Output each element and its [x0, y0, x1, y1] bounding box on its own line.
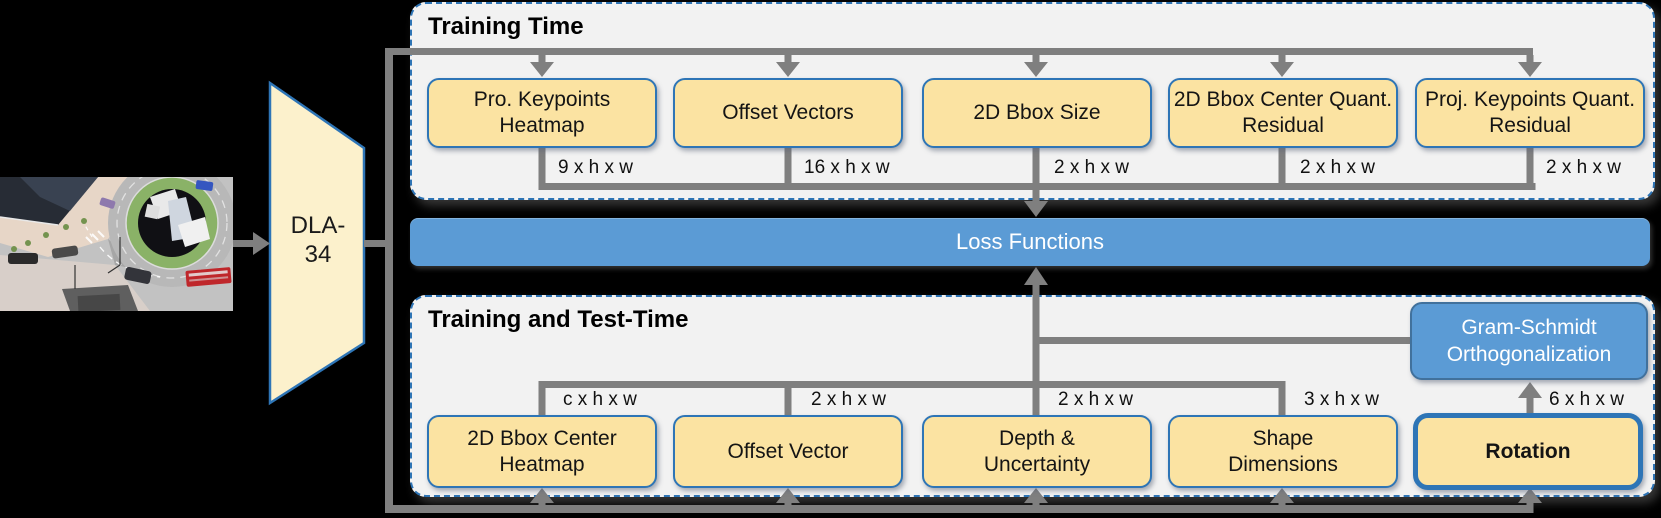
dim-label: c x h x w	[563, 389, 637, 410]
training-panel-title: Training Time	[428, 13, 584, 40]
training-collector-rail	[538, 148, 1536, 217]
red-bus	[185, 267, 232, 287]
gram-schmidt-box: Gram-Schmidt Orthogonalization	[1410, 302, 1648, 380]
dim-label: 2 x h x w	[1300, 157, 1375, 178]
dim-label: 6 x h x w	[1549, 389, 1624, 410]
backbone-label: DLA- 34	[272, 212, 364, 270]
rotation-to-gram-arrow	[1518, 382, 1542, 413]
backbone-output-line	[364, 240, 386, 247]
trees	[11, 218, 87, 252]
bottom-structure	[62, 285, 138, 311]
head-box-label: Depth & Uncertainty	[983, 426, 1091, 476]
vehicles	[8, 180, 232, 287]
dim-label: 3 x h x w	[1304, 389, 1379, 410]
head-box-2d-bbox-size: 2D Bbox Size	[922, 78, 1152, 148]
test-panel-title: Training and Test-Time	[428, 306, 689, 333]
dim-label: 2 x h x w	[811, 389, 886, 410]
arrow-into-loss-bottom	[1024, 267, 1048, 285]
head-box-label: 2D Bbox Center Heatmap	[467, 426, 617, 476]
test-time-to-loss	[538, 267, 1412, 415]
head-box-label: Rotation	[1485, 439, 1571, 463]
loss-functions-label: Loss Functions	[956, 229, 1104, 254]
head-box-shape-dimensions: Shape Dimensions	[1168, 415, 1398, 488]
head-box-depth-uncertainty: Depth & Uncertainty	[922, 415, 1152, 488]
dim-label: 2 x h x w	[1058, 389, 1133, 410]
gram-schmidt-rail	[1032, 337, 1412, 344]
bottom-rail-arrows	[385, 488, 1542, 513]
dim-label: 2 x h x w	[1546, 157, 1621, 178]
head-box-label: Shape Dimensions	[1228, 426, 1338, 476]
head-box-proj-keypoints-heatmap: Pro. Keypoints Heatmap	[427, 78, 657, 148]
input-arrow	[233, 232, 270, 255]
trapezoid-shape	[268, 80, 366, 406]
backbone-label-line2: 34	[304, 240, 332, 268]
head-box-label: Proj. Keypoints Quant. Residual	[1424, 88, 1636, 137]
head-box-rotation: Rotation	[1413, 413, 1643, 490]
head-box-label: Offset Vector	[727, 439, 849, 463]
head-box-offset-vector: Offset Vector	[673, 415, 903, 488]
arrow-into-loss-top	[1024, 201, 1048, 217]
head-box-label: Pro. Keypoints Heatmap	[473, 88, 611, 137]
head-box-label: 2D Bbox Center Quant. Residual	[1173, 88, 1393, 137]
backbone-trapezoid	[268, 80, 366, 406]
backbone-label-line1: DLA-	[290, 212, 346, 239]
dim-label: 16 x h x w	[804, 157, 890, 178]
trunk-line	[385, 48, 393, 513]
building	[0, 177, 98, 226]
dim-label: 2 x h x w	[1054, 157, 1129, 178]
roundabout	[108, 177, 233, 287]
head-box-2d-bbox-center-heatmap: 2D Bbox Center Heatmap	[427, 415, 657, 488]
gram-schmidt-label: Gram-Schmidt Orthogonalization	[1446, 315, 1612, 366]
loss-functions-bar: Loss Functions	[410, 218, 1650, 266]
head-box-proj-keypoints-quant-residual: Proj. Keypoints Quant. Residual	[1415, 78, 1645, 148]
training-head-arrows	[385, 48, 1542, 77]
head-box-label: Offset Vectors	[722, 101, 854, 125]
dim-label: 9 x h x w	[558, 157, 633, 178]
head-box-2d-bbox-center-quant-residual: 2D Bbox Center Quant. Residual	[1168, 78, 1398, 148]
street-lamps	[74, 237, 121, 289]
input-aerial-image	[0, 177, 233, 311]
head-box-offset-vectors: Offset Vectors	[673, 78, 903, 148]
head-box-label: 2D Bbox Size	[973, 101, 1101, 125]
